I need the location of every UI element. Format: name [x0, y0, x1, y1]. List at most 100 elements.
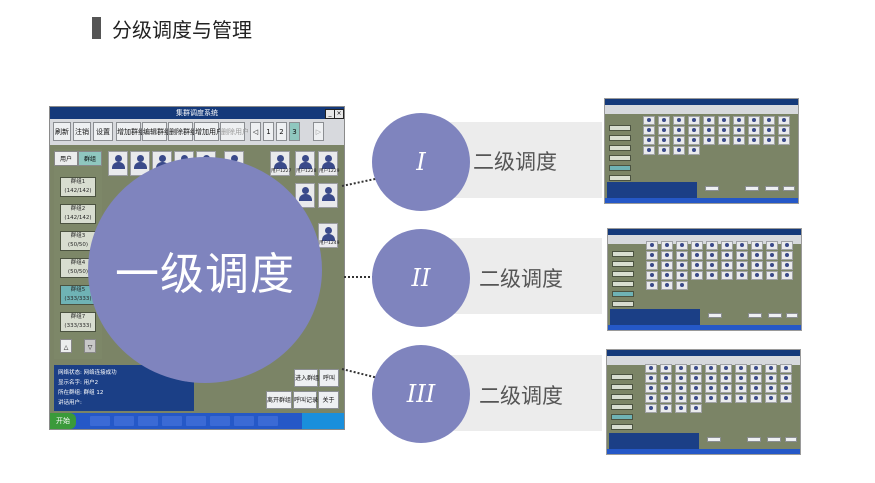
mini-user-tile	[736, 241, 748, 250]
title-accent-bar	[92, 17, 101, 39]
mini-user-tile	[763, 136, 775, 145]
mini-user-tile	[688, 136, 700, 145]
network-status: 网络状态: 网络连接成功	[58, 370, 117, 376]
mini-user-tile	[690, 404, 702, 413]
mini-user-tile	[646, 271, 658, 280]
tab-users[interactable]: 用户	[54, 151, 78, 166]
add-user-button[interactable]: 增加用户	[194, 122, 223, 141]
mini-user-tile	[721, 271, 733, 280]
scroll-down-icon[interactable]: ▽	[84, 339, 96, 353]
tab-groups[interactable]: 群组	[78, 151, 102, 166]
taskbar-item[interactable]	[90, 416, 110, 426]
mini-user-tile	[781, 251, 793, 260]
mini-user-tile	[750, 374, 762, 383]
mini-user-tile	[645, 374, 657, 383]
mini-user-tile	[676, 251, 688, 260]
group-item[interactable]: 群组2(142/142)	[60, 204, 96, 224]
page-1-button[interactable]: 1	[263, 122, 274, 141]
mini-user-tile	[748, 136, 760, 145]
mini-user-tile	[646, 251, 658, 260]
mini-user-tile	[645, 364, 657, 373]
edit-group-button[interactable]: 编辑群组	[142, 122, 171, 141]
refresh-button[interactable]: 刷新	[53, 122, 71, 141]
user-tile[interactable]	[108, 151, 128, 176]
mini-user-tile	[660, 404, 672, 413]
call-button[interactable]: 呼叫	[319, 369, 339, 387]
current-group: 所在群组: 群组 12	[58, 390, 104, 396]
group-item-selected[interactable]: 群组5(333/333)	[60, 285, 96, 305]
user-tile[interactable]: 用户1249	[318, 223, 339, 248]
level-ii-circle: II	[372, 229, 470, 327]
mini-user-tile	[763, 116, 775, 125]
mini-user-tile	[658, 126, 670, 135]
taskbar-item[interactable]	[138, 416, 158, 426]
mini-user-tile	[780, 364, 792, 373]
mini-user-tile	[705, 374, 717, 383]
level-iii-circle: III	[372, 345, 470, 443]
mini-user-tile	[661, 271, 673, 280]
mini-user-tile	[780, 394, 792, 403]
level-iii-screenshot	[607, 350, 800, 454]
mini-user-tile	[763, 126, 775, 135]
connector-line	[344, 276, 374, 278]
next-page-icon[interactable]: ▷	[313, 122, 324, 141]
mini-user-tile	[720, 374, 732, 383]
mini-user-tile	[735, 374, 747, 383]
delete-group-button[interactable]: 删除群组	[168, 122, 197, 141]
call-log-button[interactable]: 呼叫记录	[293, 391, 318, 409]
leave-group-button[interactable]: 离开群组	[266, 391, 292, 409]
mini-user-tile	[735, 394, 747, 403]
mini-user-tile	[660, 364, 672, 373]
mini-user-tile	[765, 374, 777, 383]
group-item[interactable]: 群组4(50/50)	[60, 258, 96, 278]
scroll-up-icon[interactable]: △	[60, 339, 72, 353]
user-tile[interactable]	[130, 151, 150, 176]
start-button[interactable]: 开始	[50, 413, 76, 429]
taskbar: 开始	[50, 413, 344, 429]
level-i-label: 二级调度	[473, 150, 557, 174]
group-item[interactable]: 群组3(50/50)	[60, 231, 96, 251]
taskbar-item[interactable]	[162, 416, 182, 426]
mini-user-tile	[645, 384, 657, 393]
mini-user-tile	[676, 271, 688, 280]
taskbar-item[interactable]	[210, 416, 230, 426]
logout-button[interactable]: 注销	[73, 122, 91, 141]
mini-user-tile	[661, 261, 673, 270]
mini-user-tile	[675, 374, 687, 383]
user-tile[interactable]: 用户1229	[318, 151, 339, 176]
speaking-user: 讲话用户:	[58, 400, 82, 406]
mini-user-tile	[720, 394, 732, 403]
enter-group-button[interactable]: 进入群组	[294, 369, 319, 387]
page-2-button[interactable]: 2	[276, 122, 287, 141]
about-button[interactable]: 关于	[318, 391, 339, 409]
page-3-button[interactable]: 3	[289, 122, 300, 141]
mini-user-tile	[778, 136, 790, 145]
mini-user-tile	[750, 384, 762, 393]
group-item[interactable]: 群组1(142/142)	[60, 177, 96, 197]
toolbar: 刷新 注销 设置 增加群组 编辑群组 删除群组 增加用户 删除用户 ◁ 1 2 …	[50, 119, 344, 145]
slide-title: 分级调度与管理	[112, 18, 252, 42]
mini-user-tile	[658, 146, 670, 155]
user-tile[interactable]	[318, 183, 338, 208]
mini-user-tile	[733, 136, 745, 145]
taskbar-item[interactable]	[186, 416, 206, 426]
close-icon[interactable]: ×	[334, 109, 344, 119]
mini-user-tile	[676, 281, 688, 290]
level-i-screenshot	[605, 99, 798, 203]
settings-button[interactable]: 设置	[93, 122, 113, 141]
mini-user-tile	[781, 241, 793, 250]
user-tile[interactable]	[295, 183, 315, 208]
mini-user-tile	[676, 241, 688, 250]
add-group-button[interactable]: 增加群组	[116, 122, 145, 141]
mini-user-tile	[733, 126, 745, 135]
taskbar-item[interactable]	[258, 416, 278, 426]
taskbar-item[interactable]	[114, 416, 134, 426]
user-tile[interactable]: 用户1228	[295, 151, 316, 176]
level-ii-screenshot	[608, 229, 801, 330]
group-item[interactable]: 群组7(333/333)	[60, 312, 96, 332]
delete-user-button[interactable]: 删除用户	[220, 122, 249, 141]
taskbar-item[interactable]	[234, 416, 254, 426]
mini-user-tile	[778, 116, 790, 125]
user-tile[interactable]: 用户1227	[270, 151, 291, 176]
prev-page-icon[interactable]: ◁	[250, 122, 261, 141]
